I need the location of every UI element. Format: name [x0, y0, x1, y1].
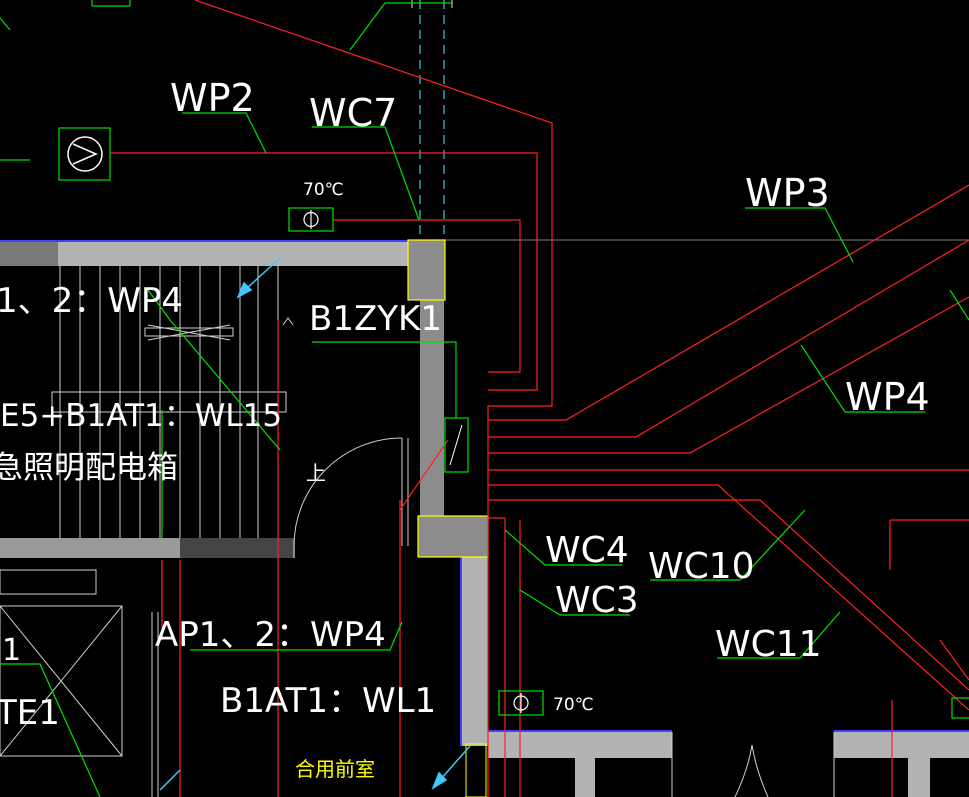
label-shared-lobby: 合用前室 [295, 757, 375, 781]
label-ap-wp4-top: 1、2：WP4 [0, 281, 183, 321]
label-b1at1-wl1: B1AT1：WL1 [220, 681, 436, 721]
label-wc7: WC7 [309, 91, 397, 135]
equipment-box [0, 569, 159, 797]
label-wp4: WP4 [845, 375, 930, 419]
label-up-mark: 上 [306, 461, 326, 485]
small-up-marker [282, 317, 294, 326]
label-left-1: 1 [2, 633, 21, 668]
column-top [407, 239, 446, 301]
shaft-solid-lines [411, 0, 453, 8]
label-wc4: WC4 [545, 530, 629, 571]
label-wl15: E5+B1AT1：WL15 [0, 398, 282, 434]
wiring [110, 0, 969, 797]
label-wc3: WC3 [555, 580, 639, 621]
column-bottom [417, 515, 489, 558]
door [293, 437, 409, 558]
lower-right-partitions [465, 732, 835, 797]
label-wc10: WC10 [648, 546, 755, 587]
label-temp-top: 70℃ [303, 180, 344, 200]
control-box-icon[interactable] [444, 417, 469, 473]
label-b1zyk1: B1ZYK1 [309, 299, 442, 339]
label-te1: TE1 [0, 693, 60, 733]
walls [0, 240, 969, 797]
label-wc11: WC11 [715, 624, 822, 665]
shaft-dashed-lines [419, 0, 445, 240]
label-emergency-box: 急照明配电箱 [0, 450, 178, 486]
label-wp2: WP2 [170, 76, 255, 120]
label-wp3: WP3 [745, 171, 830, 215]
label-ap-wp4-bottom: AP1、2：WP4 [155, 615, 386, 655]
fire-damper-icon-bottom[interactable] [498, 690, 544, 716]
exhaust-fan-icon[interactable] [58, 127, 111, 181]
label-temp-bottom: 70℃ [553, 695, 594, 715]
fire-damper-icon-top[interactable] [288, 207, 334, 232]
stair-arrows [159, 257, 471, 791]
